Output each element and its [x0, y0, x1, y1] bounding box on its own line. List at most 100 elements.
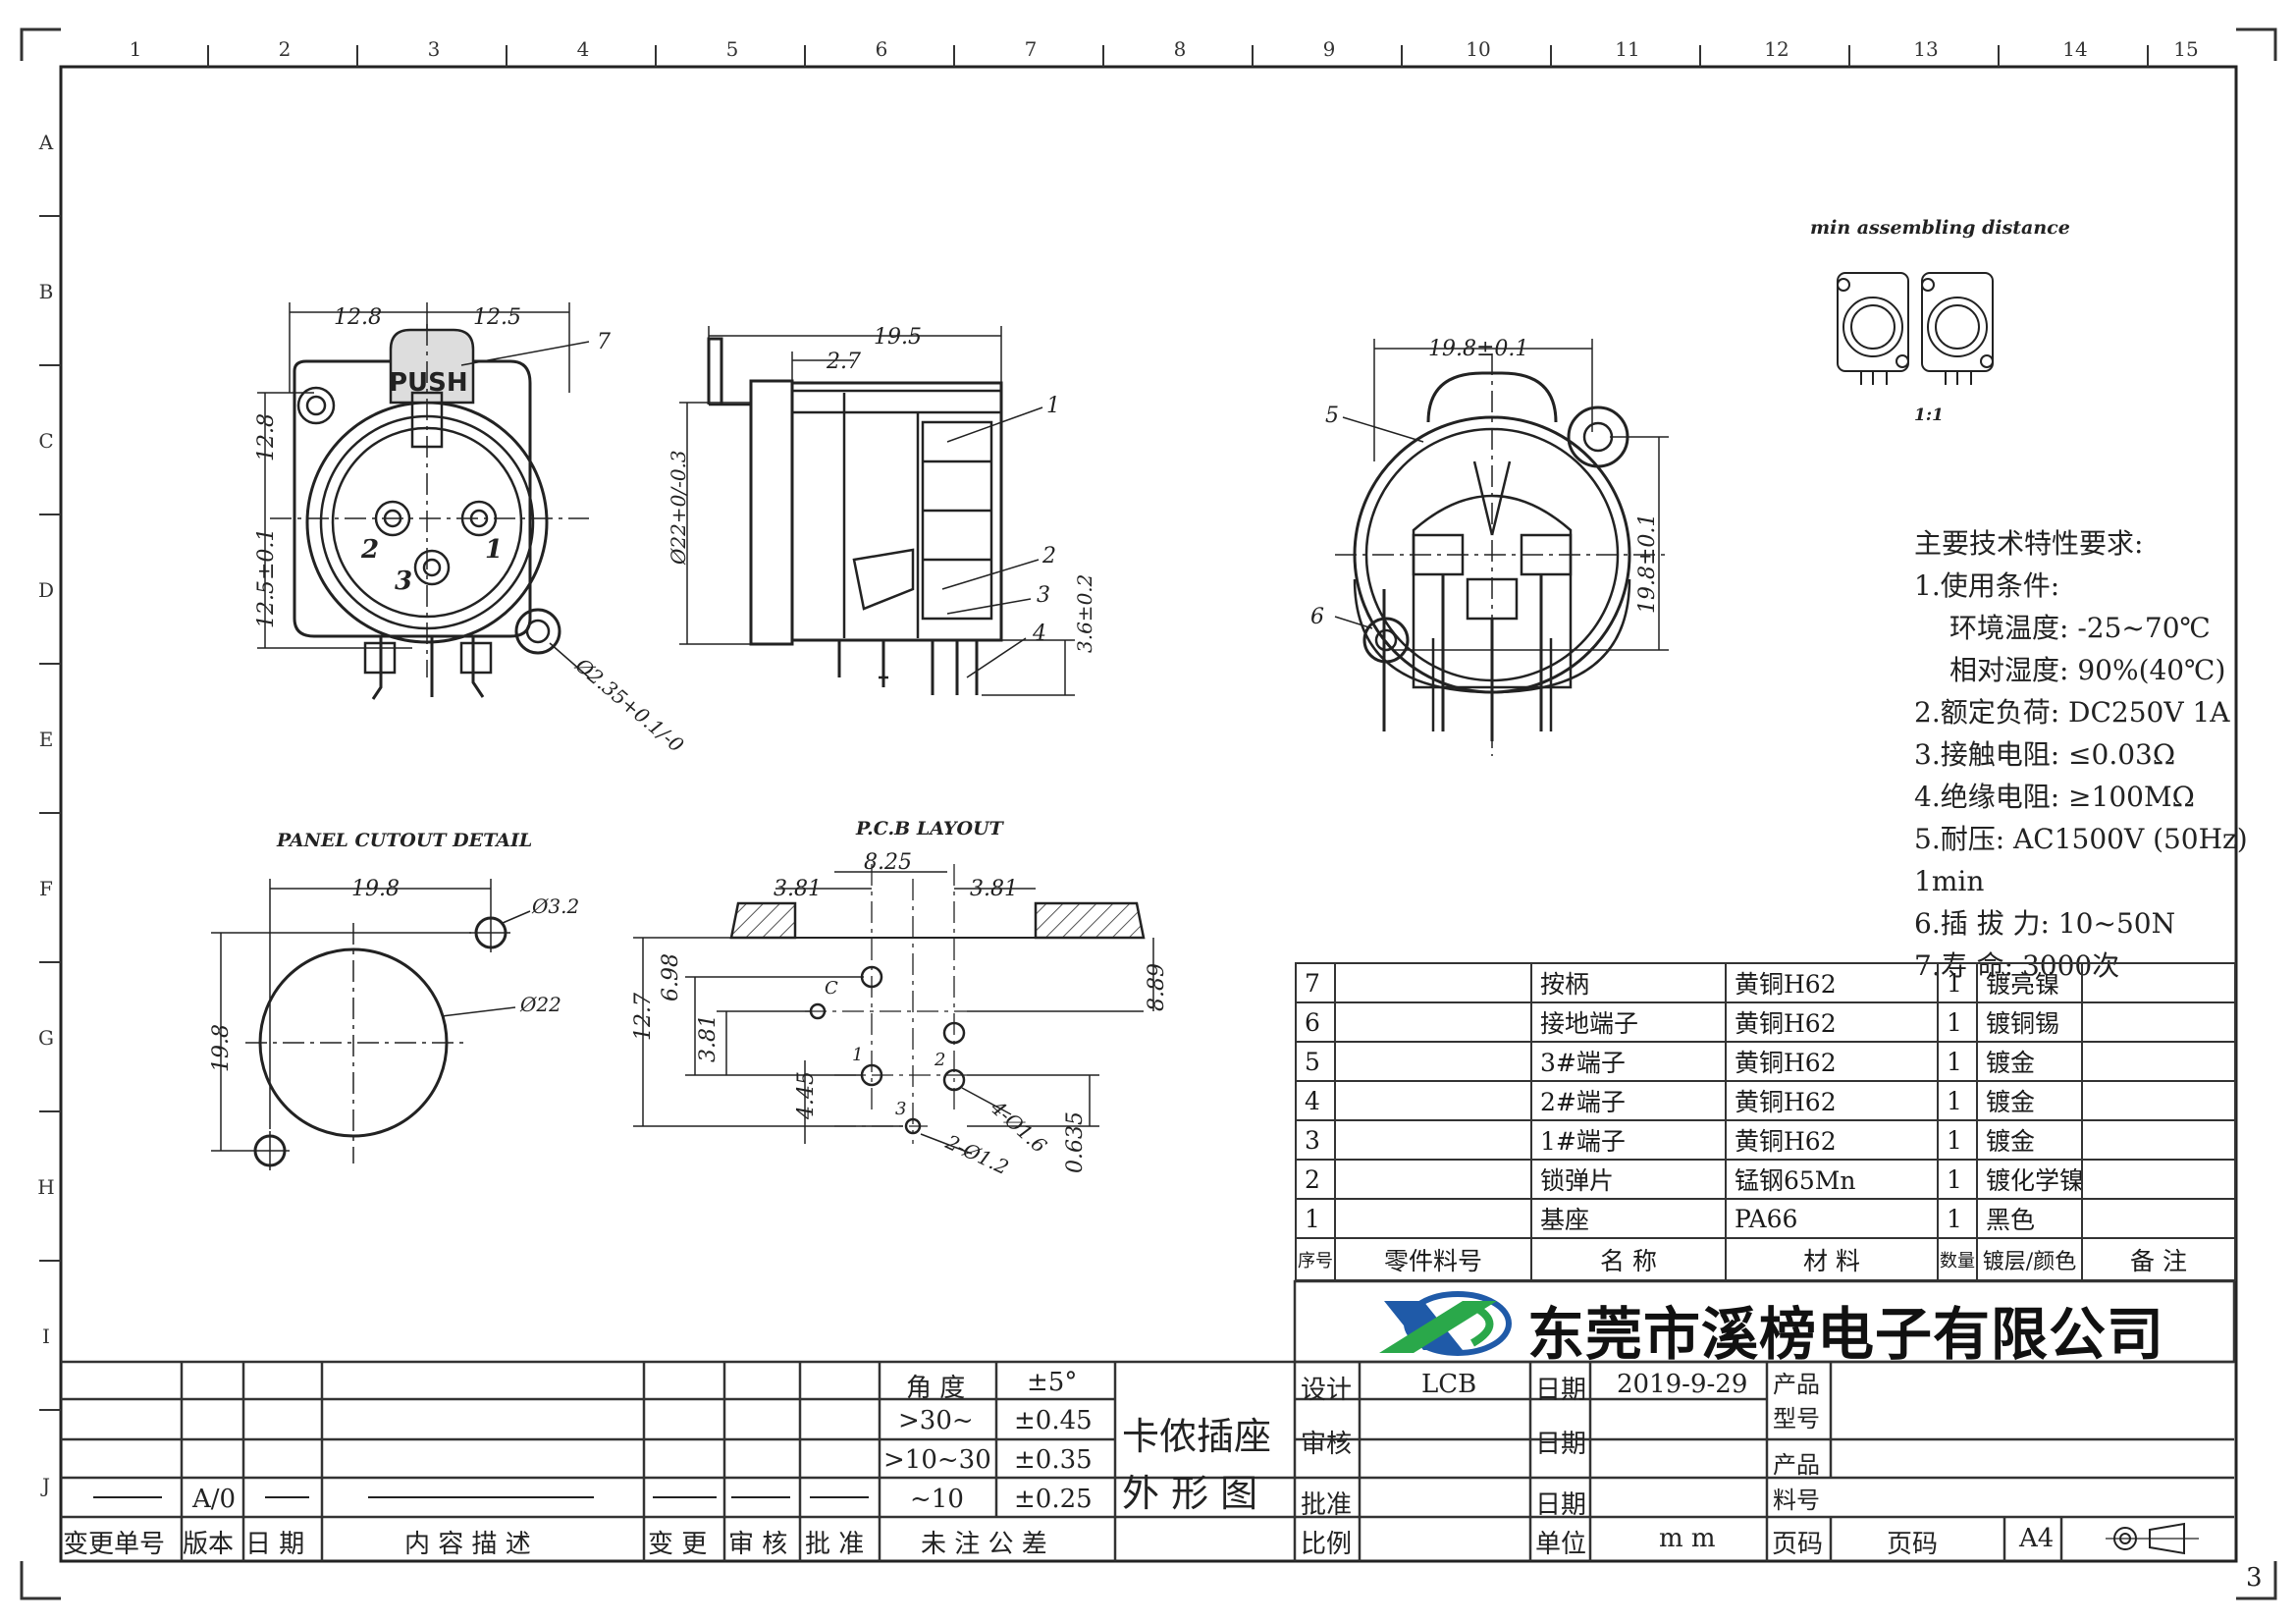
page-label: 页码	[1772, 1530, 1824, 1559]
parts-cell-part	[1334, 1198, 1532, 1239]
side-view-text: 19.5 2.7 Ø22+0/-0.3 3.6±0.2 1 2 3 4	[667, 325, 1096, 653]
company-logo	[1379, 1291, 1512, 1356]
row-letter: J	[40, 1474, 50, 1497]
push-label: PUSH	[389, 368, 468, 398]
row-letter: G	[38, 1026, 54, 1050]
parts-cell-no: 1	[1295, 1198, 1336, 1239]
pcb-dim-left: 3.81	[774, 877, 822, 901]
design-label: 设计	[1301, 1376, 1353, 1405]
parts-cell-finish: 镀金	[1976, 1119, 2083, 1161]
design-date: 2019-9-29	[1617, 1370, 1748, 1399]
parts-cell-remark	[2081, 1159, 2236, 1200]
pcb-pin-1: 1	[852, 1045, 863, 1065]
panel-circle-dia: Ø22	[519, 993, 561, 1016]
tol-range-2: >10~30	[883, 1445, 991, 1475]
partno-label-2: 料号	[1773, 1487, 1820, 1514]
tol-range-1: >30~	[898, 1406, 974, 1435]
parts-cell-material: PA66	[1725, 1198, 1939, 1239]
panel-cutout	[211, 879, 531, 1170]
front-dim-left-upper: 12.8	[254, 413, 279, 461]
pcb-dim-v3: 3.81	[696, 1014, 721, 1062]
assembly-scale: 1:1	[1914, 406, 1944, 425]
rear-dim-width: 19.8±0.1	[1428, 337, 1528, 361]
approve-label: 批准	[1301, 1490, 1353, 1520]
tol-value-1: ±0.45	[1014, 1406, 1093, 1435]
parts-cell-material: 黄铜H62	[1725, 1080, 1939, 1121]
pcb-dim-right-v: 8.89	[1145, 963, 1169, 1011]
row-letter: E	[39, 728, 54, 751]
side-balloon-4: 4	[1032, 622, 1046, 646]
parts-cell-name: 接地端子	[1530, 1001, 1727, 1043]
parts-header-name: 名 称	[1530, 1237, 1727, 1281]
column-number: 1	[130, 37, 142, 61]
column-number: 8	[1174, 37, 1187, 61]
side-dim-length: 19.5	[874, 325, 922, 350]
model-label-2: 型号	[1773, 1405, 1820, 1433]
parts-header-qty: 数量	[1937, 1237, 1978, 1281]
rear-balloon-5: 5	[1325, 404, 1339, 428]
parts-cell-remark	[2081, 1080, 2236, 1121]
parts-cell-qty: 1	[1937, 1159, 1978, 1200]
row-ticks	[39, 215, 61, 1411]
revision-header: 内 容 描 述	[404, 1530, 531, 1559]
pcb-hole-small: 2-Ø1.2	[941, 1129, 1012, 1179]
column-number: 2	[279, 37, 292, 61]
column-number: 12	[1764, 37, 1789, 61]
parts-cell-remark	[2081, 1119, 2236, 1161]
pin-label-1: 1	[485, 535, 503, 565]
row-letter: B	[39, 280, 54, 303]
parts-cell-no: 2	[1295, 1159, 1336, 1200]
column-number: 6	[876, 37, 888, 61]
column-number: 10	[1466, 37, 1490, 61]
column-number: 14	[2062, 37, 2087, 61]
parts-cell-finish: 镀金	[1976, 1041, 2083, 1082]
side-dim-height: 3.6±0.2	[1073, 574, 1096, 653]
unit-label: 单位	[1535, 1530, 1587, 1559]
front-dim-top-left: 12.8	[334, 305, 382, 330]
pin-label-2: 2	[360, 535, 379, 565]
parts-cell-part	[1334, 1119, 1532, 1161]
panel-cutout-title: PANEL CUTOUT DETAIL	[276, 830, 532, 851]
date-label-1: 日期	[1535, 1376, 1587, 1405]
parts-cell-part	[1334, 1001, 1532, 1043]
parts-cell-finish: 黑色	[1976, 1198, 2083, 1239]
panel-dim-width: 19.8	[351, 877, 400, 901]
front-dim-top-right: 12.5	[473, 305, 521, 330]
column-number: 3	[428, 37, 441, 61]
parts-cell-finish: 镀金	[1976, 1080, 2083, 1121]
parts-cell-qty: 1	[1937, 1198, 1978, 1239]
pcb-dim-v1: 12.7	[631, 993, 656, 1041]
tol-range-3: ~10	[910, 1485, 964, 1514]
column-ticks	[207, 45, 2149, 67]
parts-header-part: 零件料号	[1334, 1237, 1532, 1281]
pcb-layout	[633, 864, 1154, 1155]
note-line: 5.耐压: AC1500V (50Hz) 1min	[1914, 823, 2248, 897]
parts-header-material: 材 料	[1725, 1237, 1939, 1281]
note-line: 3.接触电阻: ≤0.03Ω	[1914, 738, 2176, 771]
column-number: 13	[1913, 37, 1938, 61]
row-letter: A	[38, 131, 54, 154]
parts-cell-qty: 1	[1937, 1001, 1978, 1043]
parts-cell-no: 6	[1295, 1001, 1336, 1043]
front-dim-left-lower: 12.5±0.1	[254, 528, 279, 628]
sheet-number: 3	[2246, 1563, 2263, 1593]
column-number: 5	[726, 37, 739, 61]
partno-label-1: 产品	[1773, 1451, 1820, 1479]
revision-value: A/0	[192, 1485, 237, 1514]
parts-header-remark: 备 注	[2081, 1237, 2236, 1281]
unit-value: m m	[1659, 1524, 1716, 1553]
date-label-3: 日期	[1535, 1490, 1587, 1520]
parts-cell-part	[1334, 1041, 1532, 1082]
parts-cell-name: 2#端子	[1530, 1080, 1727, 1121]
parts-cell-material: 黄铜H62	[1725, 1041, 1939, 1082]
column-number: 9	[1323, 37, 1336, 61]
revision-header: 变 更	[648, 1530, 708, 1559]
parts-cell-finish: 镀化学镍	[1976, 1159, 2083, 1200]
